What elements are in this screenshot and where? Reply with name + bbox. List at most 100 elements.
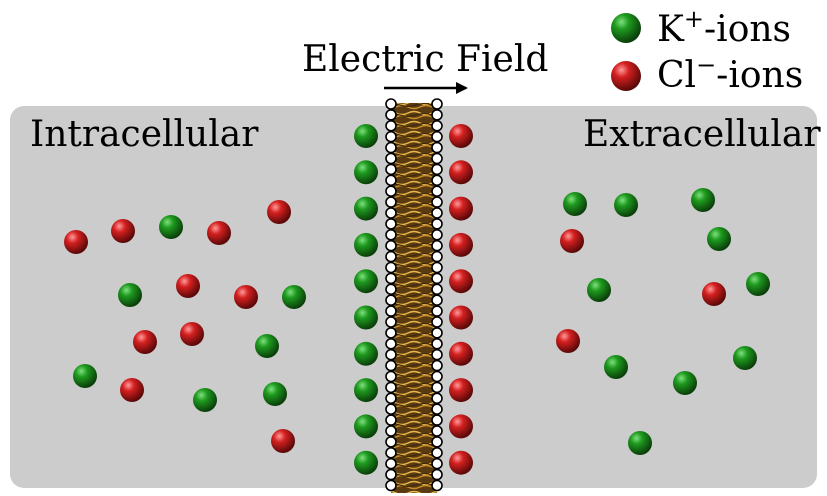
membrane-chloride-ion xyxy=(449,305,473,330)
membrane-head-left xyxy=(385,327,397,339)
membrane-head-left xyxy=(385,141,397,154)
membrane-head-right xyxy=(431,327,443,339)
membrane-chloride-ion xyxy=(449,160,473,185)
intracellular-potassium-ion xyxy=(73,364,97,388)
intracellular-potassium-ion xyxy=(282,285,306,309)
membrane-head-left xyxy=(385,207,397,219)
intracellular-label: Intracellular xyxy=(30,114,259,155)
membrane-chloride-ion xyxy=(449,414,473,439)
membrane-head-left xyxy=(385,120,397,132)
membrane-head-left xyxy=(385,381,397,394)
intracellular-chloride-ion xyxy=(234,285,258,309)
intracellular-chloride-ion xyxy=(133,330,157,354)
membrane-head-right xyxy=(431,174,443,187)
membrane-heads-right xyxy=(431,98,443,492)
membrane-head-left xyxy=(385,174,397,187)
legend-potassium-ball xyxy=(611,13,641,43)
membrane-head-right xyxy=(431,381,443,394)
membrane-head-right xyxy=(431,468,443,481)
membrane-head-right xyxy=(431,207,443,219)
membrane-head-right xyxy=(431,425,443,437)
membrane-chloride-ion xyxy=(449,124,473,148)
extracellular-potassium-ion xyxy=(628,431,652,455)
membrane-head-left xyxy=(385,479,397,492)
membrane-head-right xyxy=(431,229,443,241)
membrane-head-right xyxy=(431,250,443,263)
membrane-head-right xyxy=(431,98,443,110)
membrane-head-right xyxy=(431,109,443,121)
intracellular-potassium-ion xyxy=(193,388,217,412)
membrane-head-left xyxy=(385,359,397,372)
membrane-head-left xyxy=(385,425,397,437)
membrane-head-left xyxy=(385,436,397,448)
membrane-head-right xyxy=(431,141,443,154)
membrane-head-right xyxy=(431,120,443,132)
membrane-head-right xyxy=(431,403,443,416)
intracellular-chloride-ion xyxy=(111,219,135,243)
membrane-potassium-ion xyxy=(354,160,378,185)
membrane xyxy=(385,98,443,493)
intracellular-chloride-ion xyxy=(120,378,144,402)
membrane-head-left xyxy=(385,152,397,165)
membrane-potassium-ion xyxy=(354,305,378,330)
membrane-chloride-ion xyxy=(449,232,473,257)
extracellular-potassium-ion xyxy=(746,272,770,296)
membrane-head-right xyxy=(431,436,443,448)
membrane-potassium-ion xyxy=(354,124,378,148)
membrane-head-right xyxy=(431,239,443,252)
membrane-head-left xyxy=(385,446,397,459)
legend-chloride-suffix: -ions xyxy=(716,55,804,96)
legend-potassium-label: K+-ions xyxy=(657,7,791,50)
membrane-head-left xyxy=(385,348,397,361)
extracellular-chloride-ion xyxy=(556,329,580,353)
membrane-potassium-ion xyxy=(354,378,378,403)
membrane-head-right xyxy=(431,185,443,197)
membrane-head-right xyxy=(431,196,443,208)
membrane-head-right xyxy=(431,272,443,285)
membrane-head-left xyxy=(385,414,397,426)
membrane-head-left xyxy=(385,163,397,176)
membrane-head-left xyxy=(385,392,397,405)
membrane-head-left xyxy=(385,294,397,307)
electric-field-label: Electric Field xyxy=(302,39,549,80)
extracellular-chloride-ion xyxy=(560,229,584,253)
extracellular-potassium-ion xyxy=(587,278,611,302)
membrane-head-left xyxy=(385,250,397,263)
membrane-head-left xyxy=(385,370,397,383)
intracellular-potassium-ion xyxy=(118,283,142,307)
legend-chloride-ball xyxy=(611,61,641,91)
membrane-head-right xyxy=(431,414,443,426)
membrane-head-right xyxy=(431,163,443,176)
intracellular-chloride-ion xyxy=(267,200,291,224)
membrane-head-right xyxy=(431,130,443,143)
membrane-head-right xyxy=(431,370,443,383)
membrane-potassium-ion xyxy=(354,269,378,294)
intracellular-potassium-ion xyxy=(159,215,183,239)
legend-chloride-charge: − xyxy=(696,51,717,79)
extracellular-chloride-ion xyxy=(702,282,726,306)
membrane-head-right xyxy=(431,359,443,372)
legend-potassium-ion: K xyxy=(657,9,684,50)
membrane-head-left xyxy=(385,283,397,296)
membrane-potassium-ion xyxy=(354,232,378,257)
intracellular-chloride-ion xyxy=(64,230,88,254)
membrane-head-left xyxy=(385,305,397,317)
membrane-head-right xyxy=(431,392,443,405)
intracellular-potassium-ion xyxy=(255,334,279,358)
membrane-head-left xyxy=(385,316,397,328)
extracellular-label: Extracellular xyxy=(583,114,821,155)
membrane-head-right xyxy=(431,457,443,470)
intracellular-chloride-ion xyxy=(176,274,200,298)
membrane-head-left xyxy=(385,196,397,208)
membrane-potassium-ion xyxy=(354,414,378,439)
membrane-head-right xyxy=(431,348,443,361)
membrane-head-right xyxy=(431,305,443,317)
membrane-head-left xyxy=(385,218,397,230)
membrane-head-left xyxy=(385,239,397,252)
extracellular-potassium-ion xyxy=(614,193,638,217)
membrane-head-right xyxy=(431,479,443,492)
membrane-chloride-ion xyxy=(449,378,473,403)
membrane-chloride-ion xyxy=(449,450,473,475)
ion-layer xyxy=(64,124,770,475)
